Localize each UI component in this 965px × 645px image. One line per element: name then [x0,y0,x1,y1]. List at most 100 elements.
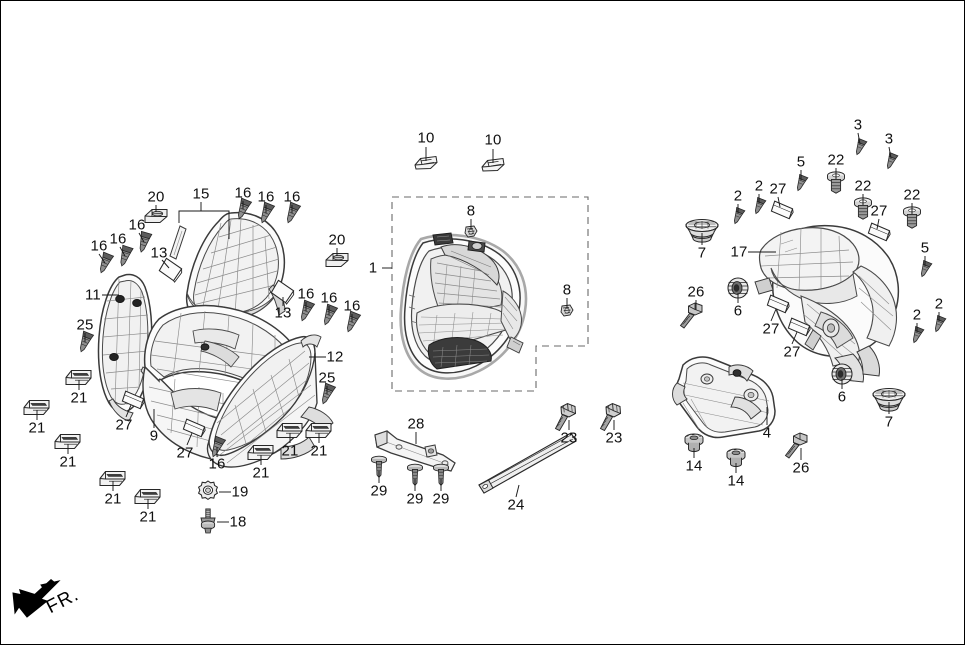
callout-label-21: 21 [70,389,88,407]
callout-label-19: 19 [231,483,249,501]
part-windscreen-garnish [185,211,286,326]
callout-label-23: 23 [560,429,578,447]
callout-label-27: 27 [783,343,801,361]
callout-label-9: 9 [149,427,159,445]
callout-label-13: 13 [274,304,292,322]
callout-label-21: 21 [139,508,157,526]
headlight-assembly-boundary [391,196,589,392]
callout-label-4: 4 [762,424,772,442]
callout-label-27: 27 [769,180,787,198]
part-nut-clip-square [99,470,126,487]
callout-label-29: 29 [406,490,424,508]
callout-label-16: 16 [343,297,361,315]
callout-leader-27 [777,196,781,208]
part-bolt-hex-small [785,432,808,459]
orientation-arrow-icon [12,579,61,618]
callout-leader-3 [857,132,861,145]
callout-label-8: 8 [562,281,572,299]
part-nut-clip-square [54,433,81,450]
callout-label-5: 5 [920,239,930,257]
callout-leader-13 [161,259,170,269]
part-bolt-hex-flange [600,403,621,431]
callout-15-bracket [178,210,230,239]
part-screw-tapping [95,251,114,276]
callout-label-22: 22 [827,151,845,169]
part-pad-wedge [768,197,796,223]
callout-label-6: 6 [733,302,743,320]
callout-label-14: 14 [685,457,703,475]
callout-label-16: 16 [257,188,275,206]
callout-label-3: 3 [884,130,894,148]
callout-label-8: 8 [466,202,476,220]
callout-label-14: 14 [727,472,745,490]
callout-label-2: 2 [912,306,922,324]
callout-label-2: 2 [934,295,944,313]
callout-label-22: 22 [903,186,921,204]
callout-label-29: 29 [432,490,450,508]
part-bracket-flat [374,430,456,472]
callout-label-16: 16 [128,216,146,234]
callout-label-16: 16 [109,230,127,248]
callout-label-21: 21 [104,490,122,508]
callout-label-1: 1 [368,259,378,277]
callout-label-15: 15 [192,185,210,203]
callout-label-29: 29 [370,482,388,500]
callout-leader-16 [138,232,145,243]
part-stay-bracket-lower [672,356,776,439]
callout-label-16: 16 [234,184,252,202]
part-nut-clip-square [134,488,161,505]
part-nut-clip-square [247,444,274,461]
callout-label-2: 2 [733,187,743,205]
callout-leader-16 [119,246,126,257]
part-side-cowl-left [97,273,158,422]
callout-label-27: 27 [176,444,194,462]
callout-label-27: 27 [870,202,888,220]
callout-label-16: 16 [297,285,315,303]
part-screw-tapping [135,230,153,254]
part-screw-tapping [116,244,134,268]
callout-label-21: 21 [28,419,46,437]
callout-label-11: 11 [85,286,101,304]
callout-label-21: 21 [310,442,328,460]
callout-label-24: 24 [507,496,525,514]
callout-label-10: 10 [484,131,502,149]
callout-leader-27 [186,432,193,446]
callout-label-16: 16 [283,188,301,206]
callout-leader-3 [888,146,892,159]
part-bolt-hex-small [680,302,703,329]
callout-label-3: 3 [853,116,863,134]
part-washer-star [198,480,218,500]
callout-label-5: 5 [796,153,806,171]
callout-label-16: 16 [90,237,108,255]
callout-label-26: 26 [792,459,810,477]
part-headlight-assembly [399,232,528,380]
callout-label-2: 2 [754,177,764,195]
part-bolt-hex-flange [555,403,576,431]
callout-label-27: 27 [762,320,780,338]
part-nut-clip-square [305,422,332,439]
callout-leader-16 [98,253,106,264]
callout-label-13: 13 [150,244,168,262]
callout-label-10: 10 [417,129,435,147]
callout-label-25: 25 [76,316,94,334]
callout-leaders [36,132,940,523]
callout-label-20: 20 [147,188,165,206]
callout-label-20: 20 [328,231,346,249]
part-nut-clip-square [23,399,50,416]
callout-label-22: 22 [854,177,872,195]
callout-label-7: 7 [884,413,894,431]
callout-leader-27 [876,218,880,230]
part-stud-bolt [200,508,216,534]
callout-leader-27 [791,331,798,345]
callout-label-7: 7 [697,244,707,262]
callout-label-12: 12 [326,348,344,366]
part-nut-clip-square [65,369,92,386]
callout-label-21: 21 [281,442,299,460]
callout-label-18: 18 [229,513,247,531]
callout-label-28: 28 [407,415,425,433]
callout-label-17: 17 [730,243,748,261]
callout-label-16: 16 [320,289,338,307]
callout-leader-24 [515,484,520,498]
